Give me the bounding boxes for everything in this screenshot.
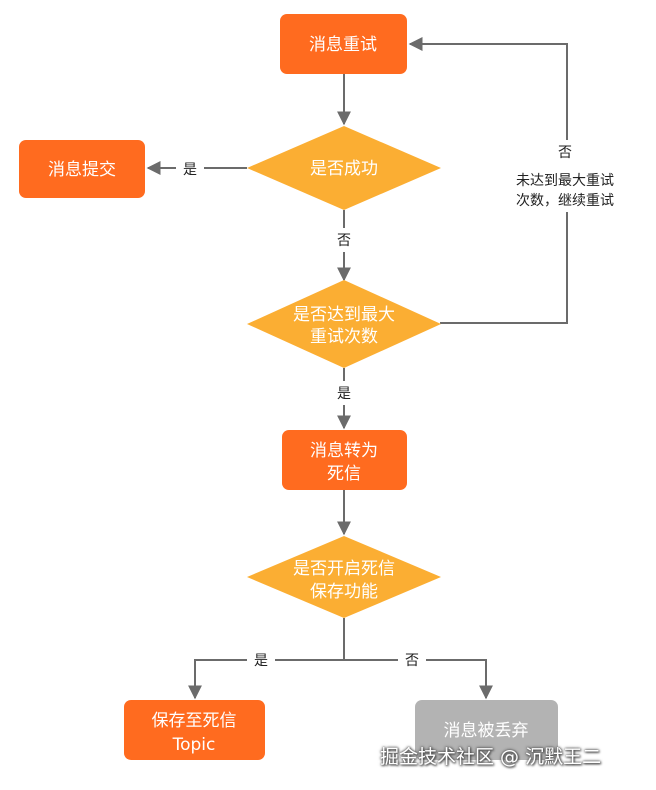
node-save-dead-letter-label-1: 保存至死信 <box>152 711 237 731</box>
label-success-yes: 是 <box>183 162 197 178</box>
node-to-dead-letter-label-1: 消息转为 <box>310 441 378 461</box>
label-max-no-note-2: 次数，继续重试 <box>516 192 614 209</box>
watermark: 掘金技术社区 @ 沉默王二 <box>380 746 602 768</box>
node-save-dead-letter: 保存至死信 Topic <box>124 700 265 760</box>
edge-dl-no <box>344 659 493 700</box>
node-submit-label: 消息提交 <box>48 160 116 180</box>
label-dl-yes: 是 <box>254 653 268 669</box>
node-to-dead-letter-label-2: 死信 <box>327 464 361 484</box>
node-success-check-label: 是否成功 <box>310 159 378 179</box>
node-max-retry-check-label-1: 是否达到最大 <box>293 305 395 325</box>
label-dl-no: 否 <box>405 653 419 669</box>
node-discarded-label: 消息被丢弃 <box>444 721 529 741</box>
node-save-dead-letter-label-2: Topic <box>172 735 216 755</box>
node-success-check: 是否成功 <box>247 126 441 210</box>
label-max-no: 否 <box>558 145 572 161</box>
label-success-no: 否 <box>337 233 351 249</box>
node-dead-letter-enabled-label-2: 保存功能 <box>310 582 378 602</box>
edge-labels: 是 否 否 未达到最大重试 次数，继续重试 是 是 否 <box>176 140 634 672</box>
node-submit: 消息提交 <box>19 140 145 198</box>
node-dead-letter-enabled-label-1: 是否开启死信 <box>293 559 395 579</box>
node-to-dead-letter: 消息转为 死信 <box>282 430 407 490</box>
node-max-retry-check-label-2: 重试次数 <box>310 327 378 347</box>
node-retry-label: 消息重试 <box>309 35 377 55</box>
node-retry: 消息重试 <box>280 14 407 74</box>
label-max-no-note-1: 未达到最大重试 <box>516 173 614 189</box>
node-max-retry-check: 是否达到最大 重试次数 <box>247 280 441 368</box>
node-discarded: 消息被丢弃 <box>415 700 558 760</box>
node-dead-letter-enabled: 是否开启死信 保存功能 <box>247 536 441 618</box>
label-max-yes: 是 <box>337 386 351 402</box>
